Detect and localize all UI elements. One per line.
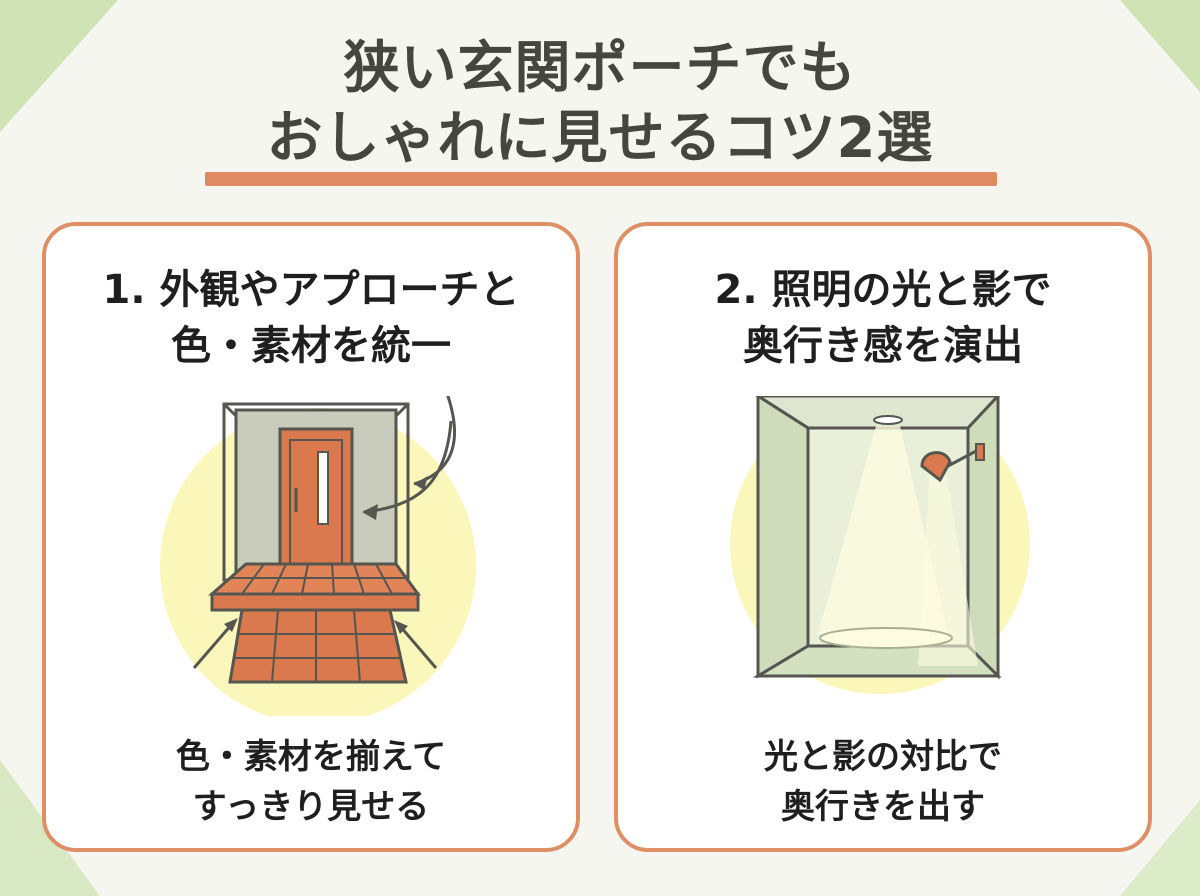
tip-card-1-title: 1. 外観やアプローチと 色・素材を統一 bbox=[46, 262, 576, 374]
tip-card-2-caption: 光と影の対比で 奥行きを出す bbox=[618, 732, 1148, 832]
title-underline bbox=[205, 172, 997, 186]
tip-card-1: 1. 外観やアプローチと 色・素材を統一 bbox=[42, 222, 580, 852]
tip-card-2-title: 2. 照明の光と影で 奥行き感を演出 bbox=[618, 262, 1148, 374]
page-title-line-2: おしゃれに見せるコツ2選 bbox=[266, 106, 934, 171]
tip-card-2: 2. 照明の光と影で 奥行き感を演出 光と影の対比で 奥行きを出す bbox=[614, 222, 1152, 852]
page-title: 狭い玄関ポーチでも おしゃれに見せるコツ2選 bbox=[0, 34, 1200, 174]
page-title-line-1: 狭い玄関ポーチでも bbox=[343, 36, 857, 101]
tip-card-1-caption-line-1: 色・素材を揃えて bbox=[175, 737, 447, 777]
tip-card-1-title-line-2: 色・素材を統一 bbox=[171, 323, 451, 369]
tip-card-2-title-line-2: 奥行き感を演出 bbox=[743, 323, 1023, 369]
top-left-green-corner bbox=[0, 0, 118, 132]
tip-card-2-caption-line-1: 光と影の対比で bbox=[764, 737, 1002, 777]
bottom-right-green-corner bbox=[1120, 800, 1200, 896]
tip-card-2-title-line-1: 2. 照明の光と影で bbox=[714, 267, 1052, 313]
top-right-green-corner bbox=[1120, 0, 1200, 92]
lit-room-illustration bbox=[730, 396, 1030, 694]
tip-card-1-caption-line-2: すっきり見せる bbox=[192, 787, 430, 827]
tip-card-2-caption-line-2: 奥行きを出す bbox=[781, 787, 985, 827]
tip-card-1-title-line-1: 1. 外観やアプローチと bbox=[102, 267, 520, 313]
entrance-door-illustration bbox=[160, 396, 476, 716]
tip-card-1-caption: 色・素材を揃えて すっきり見せる bbox=[46, 732, 576, 832]
